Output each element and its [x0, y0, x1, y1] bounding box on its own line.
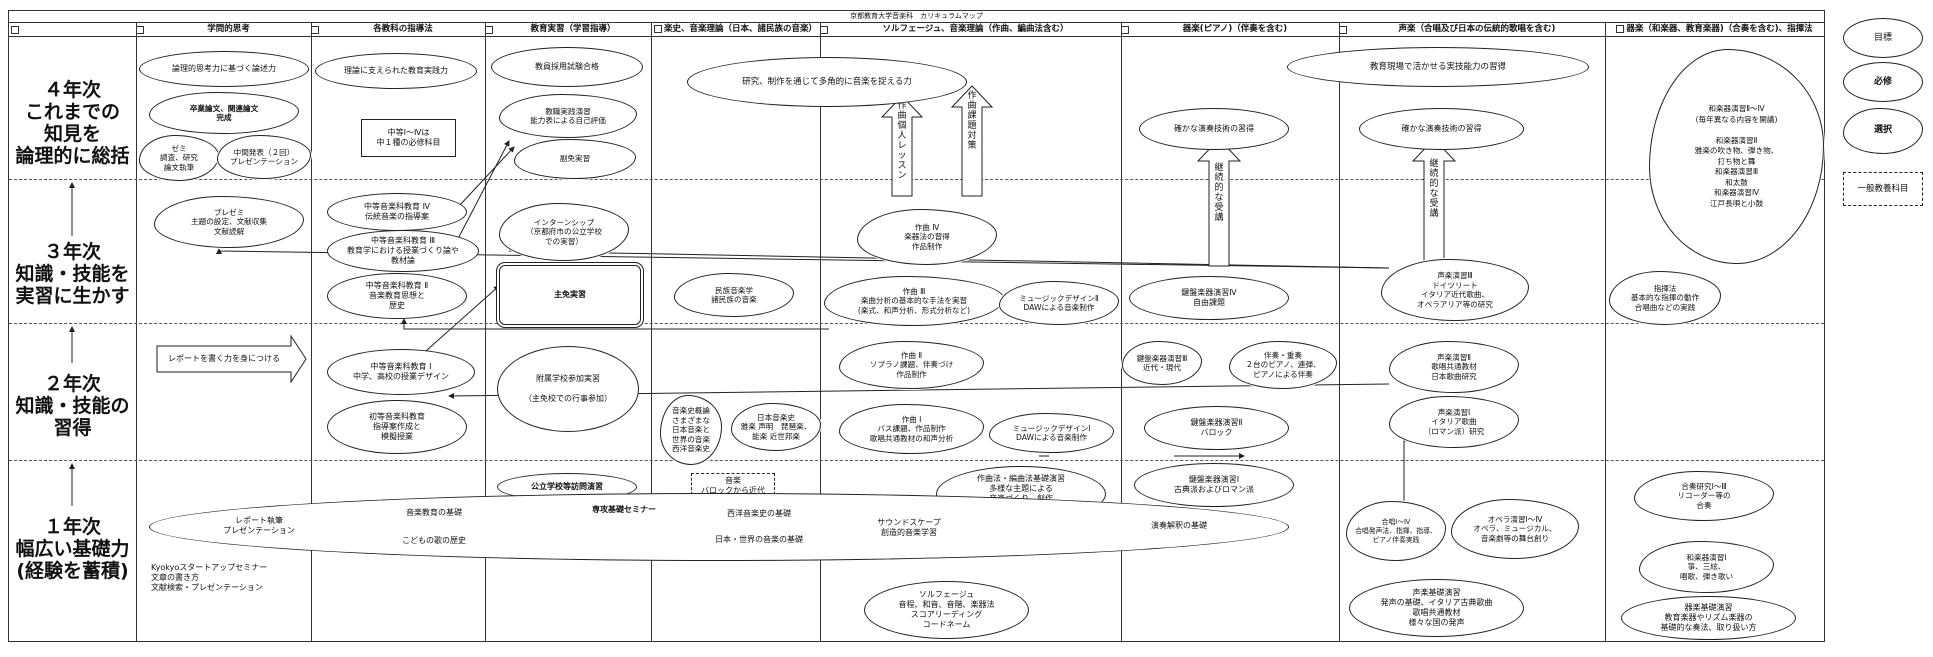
required-course: 附属学校参加実習 （主免校での行事参加）: [497, 346, 639, 432]
elective-course: 和楽器演習Ⅱ〜Ⅳ (毎年異なる内容を開講) 和楽器演習Ⅱ 雅楽の吹き物、弾き物、…: [1649, 49, 1824, 264]
required-course: 声楽基礎演習 発声の基礎、イタリア古典歌曲 歌唱共通教材 様々な国の発声: [1349, 579, 1524, 637]
foundation-item: 専攻基礎セミナー: [592, 505, 656, 514]
required-course: 音楽史概論 さまざまな 日本音楽と 世界の音楽 西洋音楽史: [660, 395, 722, 465]
arrow-text: レポートを書く力を身につける: [168, 354, 280, 363]
required-course: ゼミ 調査、研究 論文執筆: [139, 135, 219, 181]
goal-ellipse: 理論に支えられた教育実践力: [315, 53, 477, 89]
required-course: ソルフェージュ 音程、和音、音階、楽器法 スコアリーディング コードネーム: [864, 581, 1029, 639]
arrow-text: 作曲課題対策: [967, 91, 977, 151]
column-header: 楽史、音楽理論（日本、諸民族の音楽）: [651, 23, 820, 36]
goal-ellipse: 教育現場で活かせる実技能力の習得: [1287, 47, 1589, 87]
column-header: 器楽(ピアノ)（伴奏を含む): [1121, 23, 1339, 36]
column-header: 教育実習（学習指導）: [485, 23, 651, 36]
goal-ellipse: 確かな演奏技術の習得: [1139, 108, 1289, 150]
required-course: 初等音楽科教育 指導案作成と 模擬授業: [327, 400, 467, 454]
connector-lines: [69, 85, 1460, 506]
elective-course: 民族音楽学 諸民族の音楽: [674, 273, 794, 317]
curriculum-map: 京都教育大学音楽科 カリキュラムマップ 学問的思考 各教科の指導法 教育実習（学…: [8, 10, 1825, 642]
required-course: 声楽演習Ⅲ ドイツリート イタリア近代歌曲、 オペラアリア等の研究: [1381, 259, 1529, 321]
elective-course: オペラ演習Ⅰ〜Ⅳ オペラ、ミュージカル、 音楽劇等の舞台創り: [1451, 499, 1579, 559]
legend-general: 一般教養科目: [1843, 172, 1923, 206]
required-course: 中等音楽科教育 Ⅰ 中学、高校の授業デザイン: [327, 349, 475, 395]
required-course: 器楽基礎演習 教育楽器やリズム楽器の 基礎的な奏法、取り扱い方: [1621, 596, 1796, 640]
goal-ellipse: 確かな演奏技術の習得: [1359, 108, 1524, 150]
elective-course: 合奏研究Ⅰ〜Ⅲ リコーダー等の 合奏: [1634, 471, 1774, 521]
elective-course: 鍵盤楽器演習Ⅲ 近代・現代: [1122, 341, 1202, 385]
goal-ellipse: 研究、制作を通じて多角的に音楽を捉える力: [687, 57, 967, 107]
year-label-2: ２年次 知識・技能の 習得: [15, 373, 130, 439]
legend-required: 必修: [1843, 62, 1923, 102]
required-course: 中等音楽科教育 Ⅱ 音楽教育思想と 歴史: [327, 273, 467, 319]
year-label-3: ３年次 知識・技能を 実習に生かす: [15, 241, 130, 307]
elective-course: 伴奏・重奏 ２台のピアノ、連弾、 ピアノによる伴奏: [1229, 341, 1337, 389]
year-label-4: ４年次 これまでの 知見を 論理的に総括: [15, 79, 130, 167]
arrow-text: 継続的な受講: [1429, 159, 1439, 219]
elective-course: 和楽器演習Ⅰ 箏、三絃、 唱歌、弾き歌い: [1639, 541, 1774, 593]
page-title: 京都教育大学音楽科 カリキュラムマップ: [850, 12, 983, 20]
column-header: 各教科の指導法: [311, 23, 485, 36]
required-course: プレゼミ 主題の設定、文献収集 文献読解: [154, 196, 304, 248]
required-course: 中等音楽科教育 Ⅳ 伝統音楽の指導案: [327, 193, 467, 231]
foundation-ellipse: [149, 493, 1289, 561]
required-course: 中等音楽科教育 Ⅲ 教育学における授業づくり論や 教材論: [327, 230, 479, 272]
column-header: ソルフェージュ、音楽理論（作曲、編曲法含む）: [820, 23, 1121, 36]
note-box: 中等Ⅰ〜Ⅳは 中１種の必修科目: [361, 119, 456, 157]
required-course: 主免実習: [499, 265, 641, 325]
column-header: 声楽（合唱及び日本の伝統的歌唱を含む): [1339, 23, 1605, 36]
elective-course: インターンシップ （京都府市の公立学校 での実習）: [499, 203, 629, 261]
required-course: 副免実習: [514, 139, 636, 179]
elective-course: 指揮法 基本的な指揮の動作 合唱曲などの実践: [1609, 271, 1721, 325]
column-header: 器楽（和楽器、教育楽器)（合奏を含む)、指揮法: [1605, 23, 1824, 36]
required-course: 鍵盤楽器演習Ⅳ 自由課題: [1129, 276, 1289, 320]
required-course: 教職実践演習 能力表による自己評価: [499, 94, 637, 138]
elective-course: 合唱Ⅰ〜Ⅳ 合唱発声法、指揮、指導、 ピアノ伴奏実践: [1346, 501, 1446, 561]
required-course: 声楽演習Ⅱ 歌唱共通教材 日本歌曲研究: [1389, 341, 1519, 393]
elective-course: ミュージックデザインⅡ DAWによる音楽制作: [999, 281, 1119, 325]
year-label-1: １年次 幅広い基礎力 (経験を蓄積): [15, 516, 130, 582]
legend-target: 目標: [1843, 18, 1923, 58]
goal-ellipse: 論理的思考力に基づく論述力: [139, 51, 309, 87]
required-course: 声楽演習Ⅰ イタリア歌曲 （ロマン派）研究: [1389, 396, 1519, 448]
foundation-item: 演奏解釈の基礎: [1151, 521, 1207, 530]
header-corner: [9, 23, 136, 36]
required-course: 鍵盤楽器演習Ⅱ バロック: [1144, 406, 1289, 450]
foundation-item: レポート執筆 プレゼンテーション: [223, 516, 295, 535]
required-course: 作曲 Ⅰ バス課題、作品制作 歌唱共通教材の和声分析: [839, 404, 984, 454]
required-course: 作曲 Ⅱ ソプラノ課題、伴奏づけ 作品制作: [839, 341, 984, 389]
foundation-item: 日本・世界の音楽の基礎: [715, 535, 803, 544]
elective-course: ミュージックデザインⅠ DAWによる音楽制作: [989, 413, 1114, 453]
column-header: 学問的思考: [136, 23, 311, 36]
general-course: Kyokyoスタートアップセミナー 文章の書き方 文献検索・プレゼンテーション: [151, 563, 268, 592]
required-course: 卒業論文、関連論文 完成: [149, 92, 299, 134]
arrow-text: 作曲個人レッスン: [897, 101, 907, 181]
legend-elective: 選択: [1843, 108, 1923, 154]
foundation-item: 音楽教育の基礎: [406, 508, 462, 517]
required-course: 中間発表（２回） プレゼンテーション: [217, 135, 311, 179]
required-course: 作曲 Ⅳ 楽器法の習得 作品制作: [857, 209, 997, 265]
foundation-item: こどもの歌の歴史: [402, 536, 466, 545]
required-course: 日本音楽史 雅楽 声明 琵琶楽、 能楽 近世邦楽: [731, 403, 821, 451]
goal-ellipse: 教員採用試験合格: [491, 47, 643, 87]
foundation-item: サウンドスケープ 創造的音楽学習: [877, 518, 941, 537]
foundation-item: 西洋音楽史の基礎: [727, 509, 791, 518]
required-course: 鍵盤楽器演習Ⅰ 古典派およびロマン派: [1134, 463, 1294, 507]
arrow-text: 継続的な受講: [1214, 163, 1224, 223]
